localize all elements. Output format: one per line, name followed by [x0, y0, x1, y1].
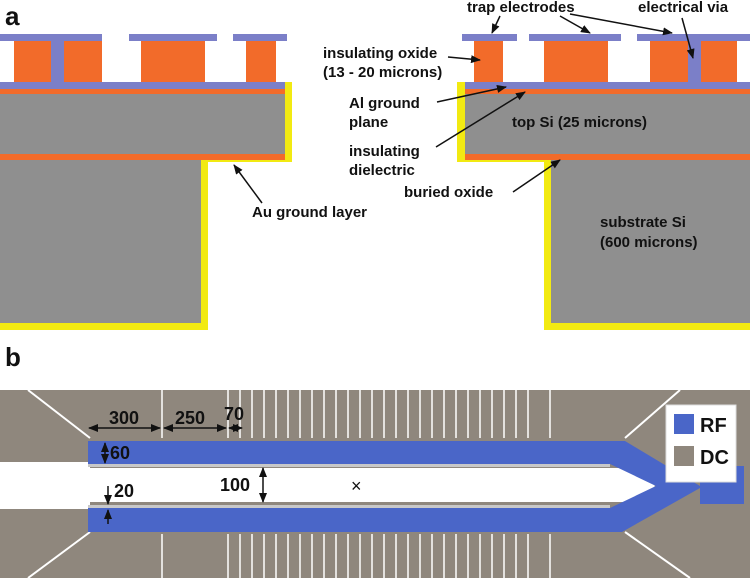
trap-top-view [0, 389, 750, 578]
right-trap-electrode [529, 34, 621, 41]
left-chip-cross-section [0, 34, 292, 330]
left-insulating-dielectric [0, 89, 285, 94]
dc-boundary-right-bottom [624, 531, 691, 578]
trap-electrodes-arrow [559, 15, 591, 34]
panel-b-dimensions: 300 250 70 60 100 20 × [88, 404, 362, 524]
left-trap-electrode [0, 34, 102, 41]
dc-boundary-left-bottom [27, 531, 91, 578]
dc-boundary-right-top [624, 389, 681, 439]
right-top-si [465, 94, 750, 154]
insulating-oxide-arrow [447, 55, 481, 64]
electrical-via-label: electrical via [638, 0, 729, 16]
rf-gap [88, 464, 610, 467]
center-slot [0, 462, 90, 509]
al-ground-plane-arrow [436, 85, 507, 103]
dc-segment-dividers-bottom [161, 534, 551, 578]
left-top-si [0, 94, 285, 154]
electrical-via-arrow [681, 17, 695, 59]
insulating-dielectric-label-2: dielectric [349, 162, 415, 179]
substrate-si-thickness: (600 microns) [600, 234, 698, 251]
left-oxide-pillar [141, 41, 205, 82]
right-buried-oxide [465, 154, 750, 160]
right-oxide-pillar [650, 41, 688, 82]
left-trap-electrode [129, 34, 217, 41]
substrate-si-label: substrate Si [600, 214, 686, 231]
insulating-dielectric-label: insulating [349, 143, 420, 160]
right-oxide-pillar [544, 41, 608, 82]
trap-electrodes-arrow [569, 13, 673, 36]
left-oxide-pillar [246, 41, 276, 82]
au-ground-layer-arrow [233, 164, 263, 204]
left-electrical-via [51, 41, 64, 82]
al-ground-plane-label: Al ground [349, 95, 420, 112]
panel-a-label: a [5, 1, 20, 31]
legend: RF DC [665, 404, 737, 483]
right-oxide-pillar [701, 41, 737, 82]
right-substrate-si [551, 160, 750, 323]
trap-electrodes-arrow [491, 15, 501, 34]
left-buried-oxide [0, 154, 285, 160]
dc-boundary-left-top [27, 389, 91, 439]
insulating-oxide-label: insulating oxide [323, 45, 437, 62]
top-si-label: top Si (25 microns) [512, 114, 647, 131]
center-slot [90, 468, 655, 502]
legend-swatch-dc [674, 446, 694, 466]
right-trap-electrode [462, 34, 517, 41]
dim-20-label: 20 [114, 481, 134, 501]
legend-label-rf: RF [700, 415, 727, 437]
trap-center-marker: × [351, 476, 362, 496]
buried-oxide-arrow [512, 159, 561, 193]
rf-gap [88, 505, 610, 508]
right-insulating-dielectric [465, 89, 750, 94]
al-ground-plane-label-2: plane [349, 114, 388, 131]
right-trap-electrode [637, 34, 750, 41]
right-chip-cross-section [457, 34, 750, 330]
legend-swatch-rf [674, 414, 694, 434]
legend-label-dc: DC [700, 447, 729, 469]
left-al-ground-plane [0, 82, 285, 89]
trap-electrodes-label: trap electrodes [467, 0, 575, 16]
panel-b-label: b [5, 342, 21, 372]
right-oxide-pillar [474, 41, 503, 82]
dim-70-label: 70 [224, 404, 244, 424]
dim-60-label: 60 [110, 443, 130, 463]
left-oxide-pillar [64, 41, 102, 82]
dim-250-label: 250 [175, 408, 205, 428]
panel-a-annotations: trap electrodes electrical via insulatin… [233, 0, 729, 251]
rf-electrode-top [88, 441, 744, 532]
left-substrate-si [0, 160, 201, 323]
left-trap-electrode [233, 34, 287, 41]
right-al-ground-plane [465, 82, 750, 89]
left-oxide-pillar [14, 41, 51, 82]
dim-100-label: 100 [220, 475, 250, 495]
buried-oxide-label: buried oxide [404, 184, 493, 201]
insulating-dielectric-arrow [435, 91, 526, 148]
au-ground-layer-label: Au ground layer [252, 204, 367, 221]
dim-300-label: 300 [109, 408, 139, 428]
insulating-oxide-thickness: (13 - 20 microns) [323, 64, 442, 81]
